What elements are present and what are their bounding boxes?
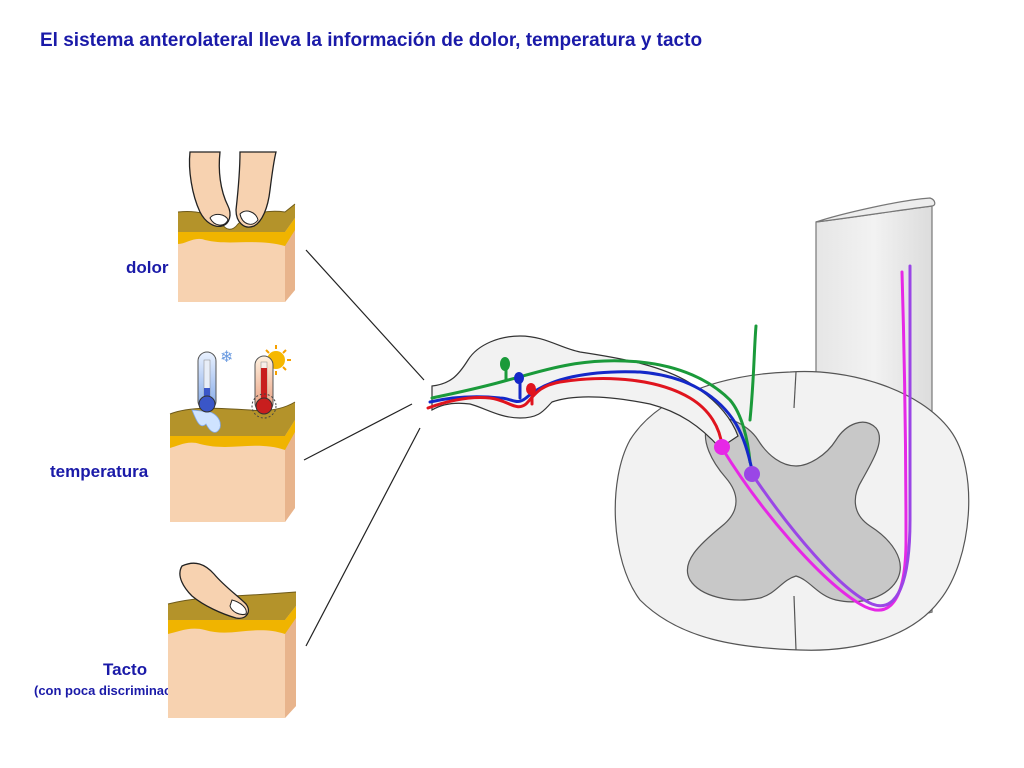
temp-fiber [428,370,754,472]
tract-purple [750,264,912,608]
pain-ganglion-cell [526,383,536,395]
touch-fiber [430,359,752,464]
page-title: El sistema anterolateral lleva la inform… [40,30,703,51]
svg-text:❄: ❄ [220,347,233,366]
temp-ganglion-cell [514,372,524,384]
touch-fiber-branch [748,324,758,422]
spinal-cord-section [614,370,970,651]
anterolateral-tract [720,264,912,612]
label-dolor: dolor [126,258,169,277]
pain-fiber [426,377,724,448]
label-temperatura: temperatura [50,462,149,481]
label-tacto-sub: (con poca discriminación) [34,683,196,698]
skin-block-temperatura [169,401,296,522]
pinching-fingers-icon [188,151,277,228]
touch-ganglion-cell [500,357,510,371]
second-order-neuron-purple [744,466,760,482]
hot-thermometer-icon [251,345,291,419]
cold-thermometer-icon: ❄ [191,347,233,433]
skin-block-dolor [177,203,296,302]
second-order-neuron-magenta [714,439,730,455]
touching-finger-icon [179,562,250,619]
connector-lines [303,249,425,647]
label-tacto: Tacto [103,660,148,679]
